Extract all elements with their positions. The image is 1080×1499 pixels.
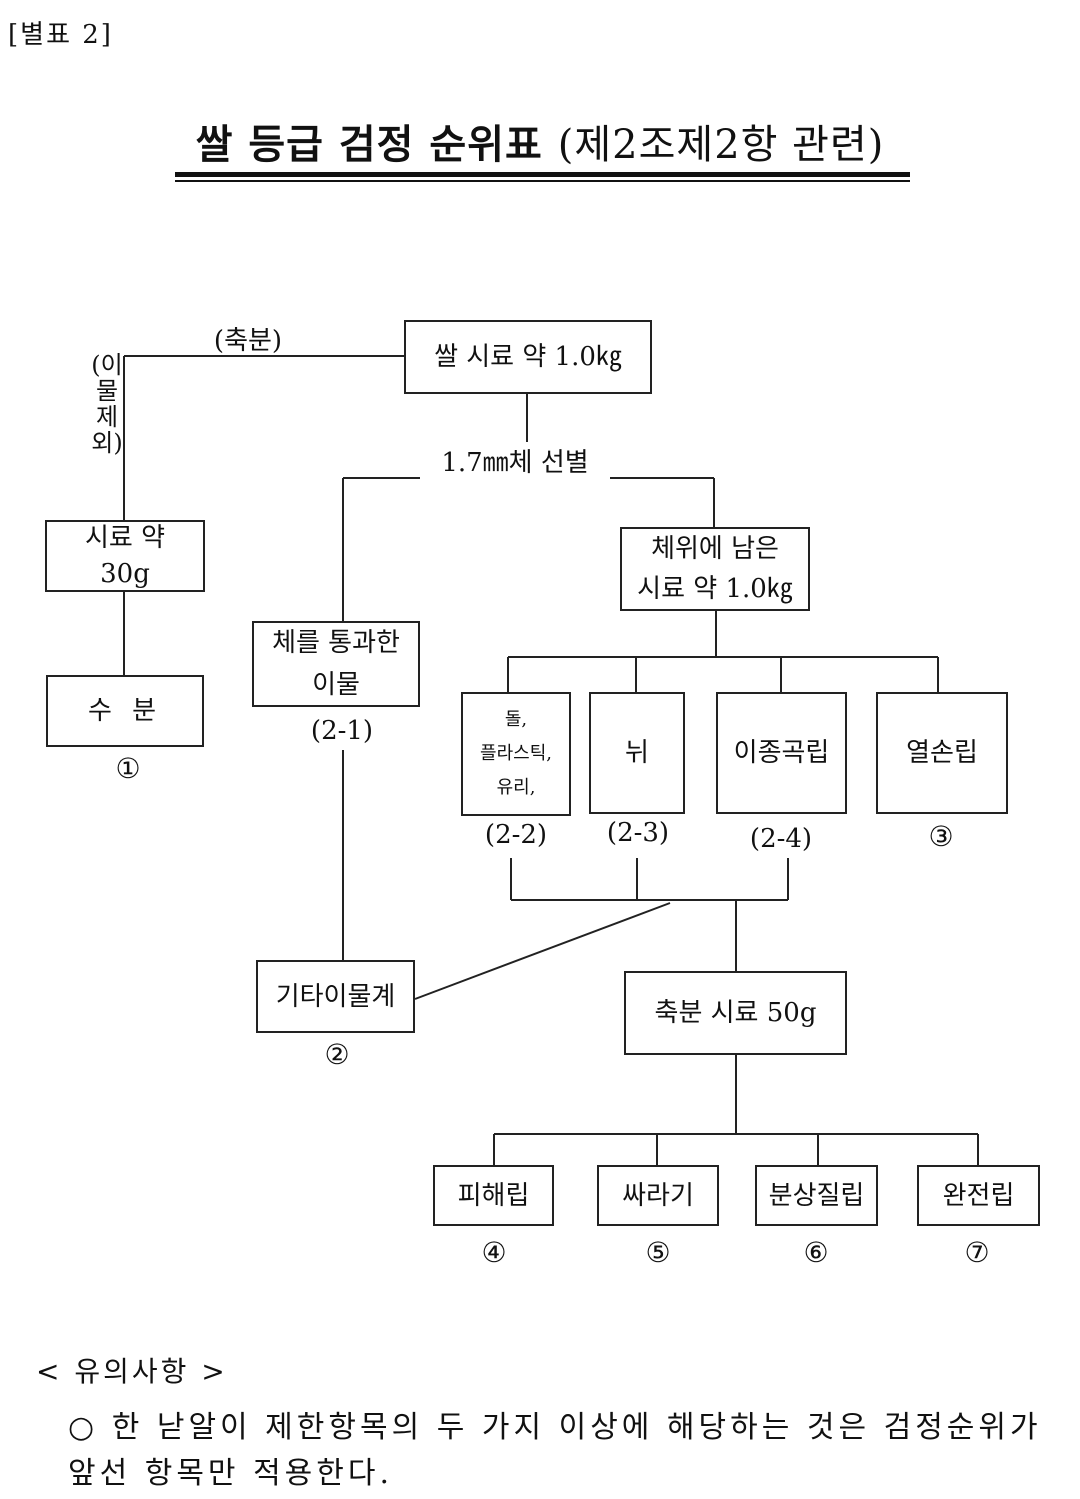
inferior-grain-number: ③ [928,820,954,853]
title-reference: (제2조제2항 관련) [557,122,885,168]
stone-line2: 플라스틱, [480,743,552,764]
husk-label: 뉘 [625,738,649,768]
other-grain-code: (2-4) [749,824,813,854]
title-main: 쌀 등급 검정 순위표 [195,121,543,168]
remaining-sample-box: 체위에 남은 시료 약 1.0㎏ [620,527,810,611]
broken-rice-number: ⑤ [645,1236,671,1269]
title-underline-thin [175,180,910,182]
damaged-grain-box: 피해립 [433,1165,554,1226]
whole-grain-box: 완전립 [917,1165,1040,1226]
inferior-grain-box: 열손립 [876,692,1008,814]
damaged-grain-number: ④ [481,1236,507,1269]
title-underline-thick [175,172,910,177]
notes-item: ○ 한 낟알이 제한항목의 두 가지 이상에 해당하는 것은 검정순위가 앞선 … [68,1410,1042,1491]
stone-plastic-glass-box: 돌, 플라스틱, 유리, [461,692,571,816]
damaged-grain-label: 피해립 [457,1180,530,1211]
root-sample-box: 쌀 시료 약 1.0㎏ [404,320,652,394]
other-grain-box: 이종곡립 [716,692,847,814]
sample-30g-line2: 30g [100,559,150,589]
broken-rice-box: 싸라기 [597,1165,719,1226]
passed-foreign-line2: 이물 [312,670,360,700]
vertical-label: (이물제외) [91,351,123,457]
remaining-sample-line2: 시료 약 1.0㎏ [637,574,793,604]
other-foreign-total-label: 기타이물계 [275,981,396,1012]
stone-line3: 유리, [496,777,536,798]
inferior-grain-label: 열손립 [906,738,978,768]
stone-code: (2-2) [484,820,548,850]
chalky-grain-label: 분상질립 [768,1180,865,1211]
notes-heading: < 유의사항 > [36,1355,228,1388]
passed-foreign-line1: 체를 통과한 [272,628,400,658]
annex-tag: [별표 2] [8,20,113,50]
sieve-label: 1.7㎜체 선별 [420,442,610,479]
passed-foreign-box: 체를 통과한 이물 [252,621,420,707]
chalky-grain-number: ⑥ [803,1236,829,1269]
whole-grain-label: 완전립 [942,1180,1015,1211]
chalky-grain-box: 분상질립 [755,1165,878,1226]
whole-grain-number: ⑦ [964,1236,990,1269]
other-grain-label: 이종곡립 [733,738,830,768]
sample-30g-line1: 시료 약 [84,523,166,553]
broken-rice-label: 싸라기 [622,1180,694,1211]
split-label: (축분) [213,326,283,356]
stone-line1: 돌, [504,709,528,730]
root-sample-label: 쌀 시료 약 1.0㎏ [434,342,622,372]
reduced-sample-label: 축분 시료 50g [654,998,817,1028]
husk-code: (2-3) [606,818,670,848]
other-foreign-total-box: 기타이물계 [256,960,415,1033]
other-foreign-number: ② [324,1038,350,1071]
reduced-sample-box: 축분 시료 50g [624,971,847,1055]
sample-30g-box: 시료 약 30g [45,520,205,592]
husk-box: 뉘 [589,692,685,814]
passed-foreign-code: (2-1) [310,716,374,746]
page-title: 쌀 등급 검정 순위표 (제2조제2항 관련) [0,112,1080,170]
moisture-number: ① [115,752,141,785]
moisture-box: 수 분 [46,675,204,747]
remaining-sample-line1: 체위에 남은 [651,534,779,564]
moisture-label: 수 분 [87,696,163,726]
